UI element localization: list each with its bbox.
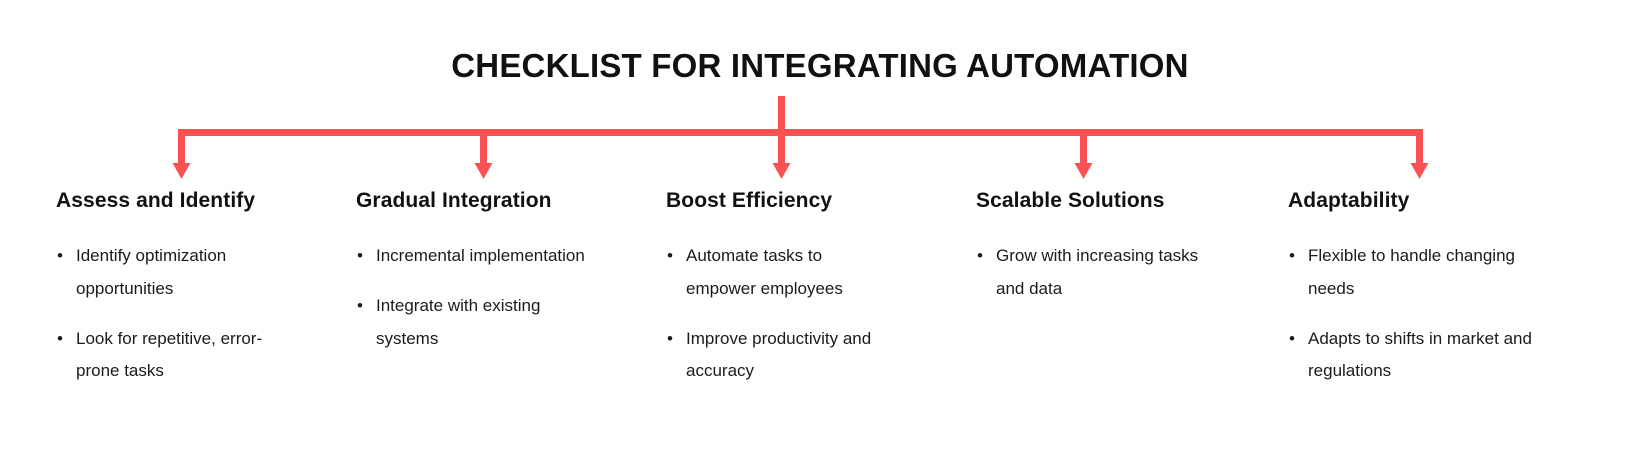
- column-scalable-solutions: Scalable Solutions • Grow with increasin…: [920, 188, 1232, 306]
- connector-diagram: [172, 96, 1429, 179]
- arrow-boost-efficiency: [772, 129, 791, 179]
- bullet-dot: •: [1289, 246, 1295, 266]
- list-item: • Identify optimization opportunities: [56, 240, 276, 305]
- bullet-text: Identify optimization opportunities: [76, 246, 227, 298]
- list-item: • Look for repetitive, error-prone tasks: [56, 323, 276, 388]
- list-item: • Improve productivity and accuracy: [666, 323, 896, 388]
- bullet-text: Automate tasks to empower employees: [686, 246, 843, 298]
- arrow-scalable-solutions: [1074, 129, 1093, 179]
- column-heading: Adaptability: [1288, 189, 1410, 212]
- bullet-text: Improve productivity and accuracy: [686, 328, 872, 381]
- column-heading: Assess and Identify: [56, 189, 256, 212]
- bullet-dot: •: [667, 328, 673, 348]
- arrow-assess-and-identify: [172, 129, 191, 179]
- bullet-list: • Flexible to handle changing needs • Ad…: [1288, 240, 1560, 388]
- bullet-text: Grow with increasing tasks and data: [996, 246, 1199, 298]
- list-item: • Adapts to shifts in market and regulat…: [1288, 323, 1560, 388]
- column-boost-efficiency: Boost Efficiency • Automate tasks to emp…: [610, 188, 920, 388]
- page-title: CHECKLIST FOR INTEGRATING AUTOMATION: [451, 47, 1189, 84]
- column-assess-and-identify: Assess and Identify • Identify optimizat…: [0, 188, 300, 388]
- list-item: • Integrate with existing systems: [356, 290, 586, 355]
- bullet-dot: •: [1289, 328, 1295, 348]
- bullet-list: • Automate tasks to empower employees • …: [666, 240, 896, 388]
- bullet-dot: •: [57, 246, 63, 266]
- column-heading: Scalable Solutions: [976, 189, 1165, 212]
- bullet-dot: •: [57, 328, 63, 348]
- bullet-text: Adapts to shifts in market and regulatio…: [1308, 328, 1532, 381]
- list-item: • Automate tasks to empower employees: [666, 240, 896, 305]
- bullet-text: Incremental implementation: [376, 246, 585, 266]
- arrow-gradual-integration: [474, 129, 493, 179]
- bullet-text: Look for repetitive, error-prone tasks: [76, 328, 263, 381]
- columns-container: Assess and Identify • Identify optimizat…: [0, 188, 1640, 388]
- bullet-dot: •: [357, 295, 363, 315]
- column-heading: Gradual Integration: [356, 189, 552, 212]
- horizontal-connector-bar: [178, 129, 1423, 136]
- bullet-dot: •: [667, 246, 673, 266]
- arrow-adaptability: [1410, 129, 1429, 179]
- column-gradual-integration: Gradual Integration • Incremental implem…: [300, 188, 610, 355]
- bullet-text: Flexible to handle changing needs: [1308, 246, 1515, 298]
- bullet-list: • Incremental implementation • Integrate…: [356, 240, 586, 355]
- bullet-dot: •: [357, 246, 363, 266]
- bullet-list: • Identify optimization opportunities • …: [56, 240, 276, 388]
- bullet-text: Integrate with existing systems: [376, 295, 541, 348]
- bullet-list: • Grow with increasing tasks and data: [976, 240, 1208, 305]
- title-stem-line: [778, 96, 785, 136]
- list-item: • Grow with increasing tasks and data: [976, 240, 1208, 305]
- bullet-dot: •: [977, 246, 983, 266]
- list-item: • Incremental implementation: [356, 240, 586, 273]
- list-item: • Flexible to handle changing needs: [1288, 240, 1560, 305]
- column-heading: Boost Efficiency: [666, 189, 833, 212]
- column-adaptability: Adaptability • Flexible to handle changi…: [1232, 188, 1584, 388]
